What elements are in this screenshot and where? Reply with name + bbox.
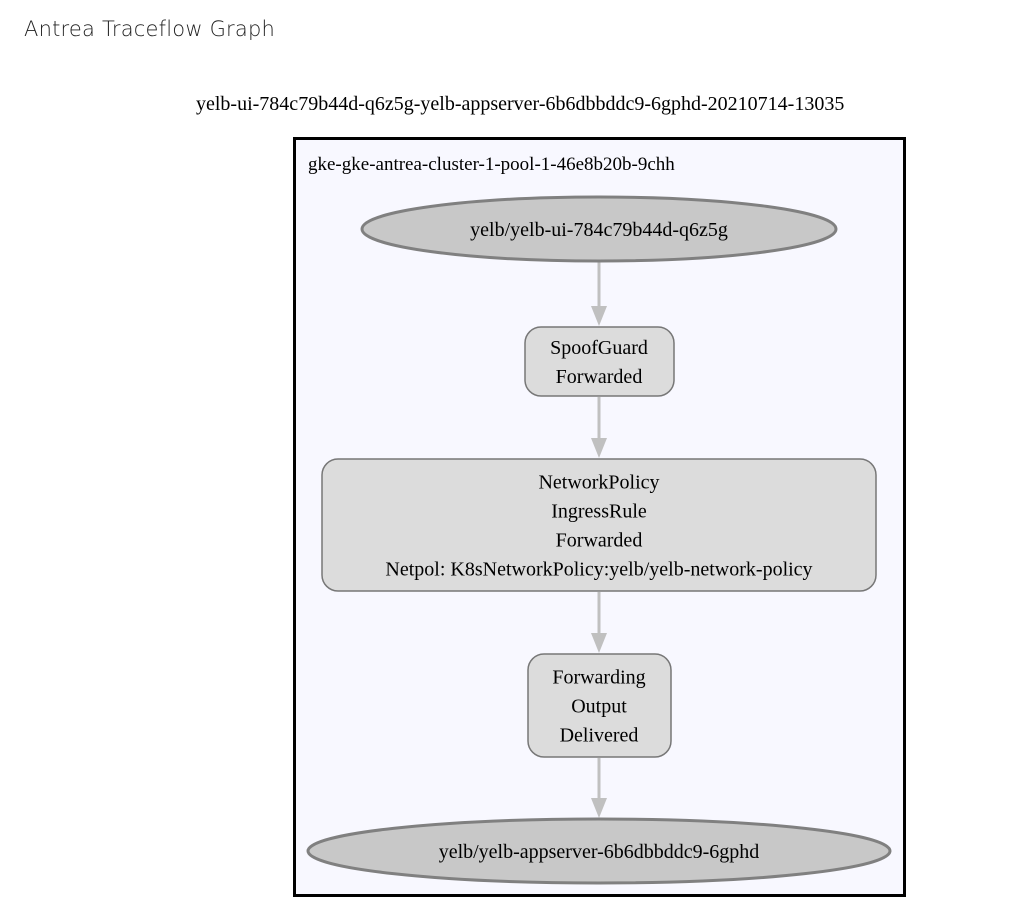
arrowhead-icon — [591, 438, 607, 458]
node-box — [524, 326, 675, 397]
graph-node-networkpolicy: NetworkPolicyIngressRuleForwardedNetpol:… — [321, 458, 877, 592]
graph-title: yelb-ui-784c79b44d-q6z5g-yelb-appserver-… — [196, 93, 844, 115]
node-label-line: Forwarded — [556, 530, 643, 552]
node-label-line: NetworkPolicy — [538, 472, 659, 494]
arrowhead-icon — [591, 306, 607, 326]
page-title: Antrea Traceflow Graph — [24, 17, 275, 41]
node-label-line: IngressRule — [551, 501, 647, 523]
edge-networkpolicy-to-forwarding — [591, 592, 607, 653]
node-label-line: yelb/yelb-ui-784c79b44d-q6z5g — [470, 219, 728, 241]
edges — [591, 262, 607, 818]
node-label-line: yelb/yelb-appserver-6b6dbbddc9-6gphd — [439, 841, 760, 863]
node-ellipse — [360, 195, 838, 263]
node-ellipse — [306, 817, 892, 885]
node-label-line: Output — [571, 696, 627, 718]
arrowhead-icon — [591, 633, 607, 653]
edge-forwarding-to-destination — [591, 758, 607, 818]
nodes: yelb/yelb-ui-784c79b44d-q6z5gSpoofGuardF… — [306, 195, 892, 885]
edge-spoofguard-to-networkpolicy — [591, 397, 607, 458]
cluster-label: gke-gke-antrea-cluster-1-pool-1-46e8b20b… — [308, 154, 675, 175]
node-label-line: Forwarded — [556, 366, 643, 388]
edge-source-to-spoofguard — [591, 262, 607, 326]
node-label-line: SpoofGuard — [550, 337, 648, 359]
graph-node-source: yelb/yelb-ui-784c79b44d-q6z5g — [360, 195, 838, 263]
node-label-line: Forwarding — [552, 667, 645, 689]
node-label-line: Netpol: K8sNetworkPolicy:yelb/yelb-netwo… — [385, 559, 812, 581]
node-box — [321, 458, 877, 592]
graph-node-destination: yelb/yelb-appserver-6b6dbbddc9-6gphd — [306, 817, 892, 885]
node-label-line: Delivered — [560, 725, 639, 747]
node-box — [527, 653, 672, 758]
arrowhead-icon — [591, 798, 607, 818]
